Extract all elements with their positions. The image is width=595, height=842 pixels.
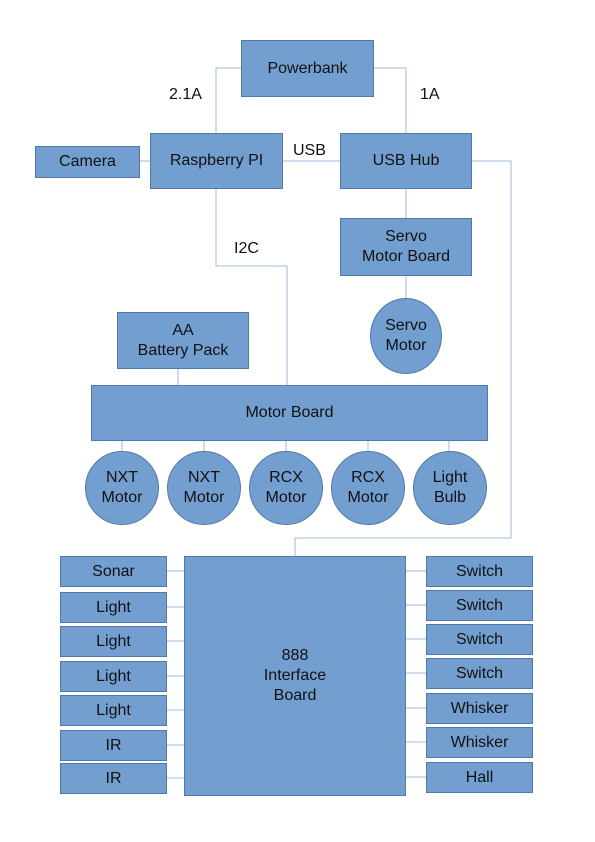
right-sensor-box: Switch: [426, 658, 533, 689]
usb-label: USB: [293, 142, 326, 159]
camera-box: Camera: [35, 146, 140, 178]
right-sensor-box: Whisker: [426, 693, 533, 724]
servo-motor-circle: Servo Motor: [370, 298, 442, 374]
right-sensor-box: Switch: [426, 556, 533, 587]
interface-board-box: 888 Interface Board: [184, 556, 406, 796]
motor-circle: NXT Motor: [167, 451, 241, 525]
motor-circle: RCX Motor: [331, 451, 405, 525]
motor-board-box: Motor Board: [91, 385, 488, 441]
left-sensor-box: Light: [60, 661, 167, 692]
left-sensor-box: Light: [60, 626, 167, 657]
usb-hub-box: USB Hub: [340, 133, 472, 189]
left-sensor-box: IR: [60, 730, 167, 761]
right-sensor-box: Switch: [426, 590, 533, 621]
current-label-pi: 2.1A: [169, 86, 202, 103]
left-sensor-box: Sonar: [60, 556, 167, 587]
right-sensor-box: Switch: [426, 624, 533, 655]
light-bulb-circle: Light Bulb: [413, 451, 487, 525]
left-sensor-box: Light: [60, 592, 167, 623]
battery-pack-box: AA Battery Pack: [117, 312, 249, 369]
powerbank-box: Powerbank: [241, 40, 374, 97]
current-label-hub: 1A: [420, 86, 440, 103]
i2c-label: I2C: [234, 240, 259, 257]
motor-circle: NXT Motor: [85, 451, 159, 525]
right-sensor-box: Whisker: [426, 727, 533, 758]
raspberry-pi-box: Raspberry PI: [150, 133, 283, 189]
motor-circle: RCX Motor: [249, 451, 323, 525]
left-sensor-box: IR: [60, 763, 167, 794]
left-sensor-box: Light: [60, 695, 167, 726]
right-sensor-box: Hall: [426, 762, 533, 793]
servo-motor-board-box: Servo Motor Board: [340, 218, 472, 276]
